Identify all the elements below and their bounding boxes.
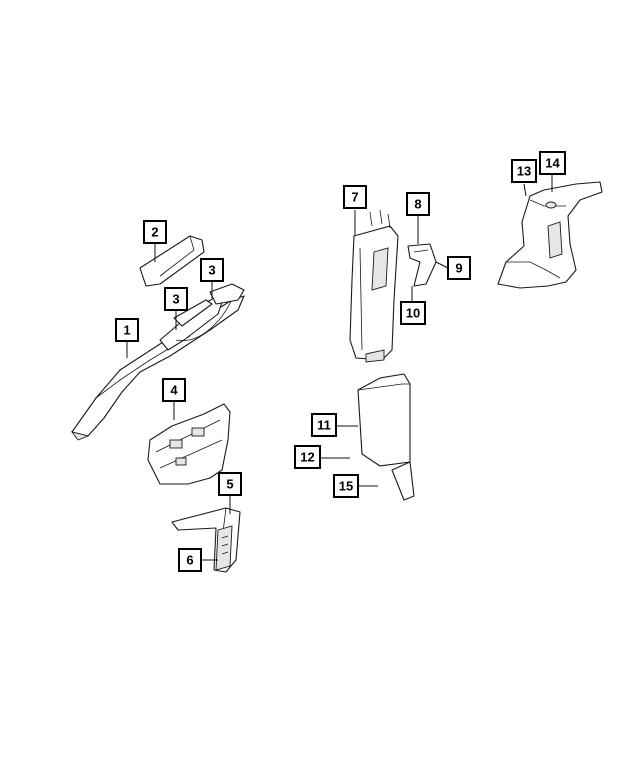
part-11-b-pillar-lower [357, 373, 411, 467]
callout-9: 9 [447, 256, 471, 280]
callout-7: 7 [343, 185, 367, 209]
callout-10: 10 [400, 301, 426, 325]
callout-label: 3 [208, 263, 215, 278]
callout-label: 11 [317, 418, 331, 433]
callout-6: 6 [178, 548, 202, 572]
callout-label: 3 [172, 292, 179, 307]
leader-lines [126, 174, 553, 561]
callout-label: 1 [123, 323, 130, 338]
part-2-trim-strip [139, 235, 205, 287]
callout-label: 15 [339, 479, 353, 494]
callout-label: 4 [170, 383, 178, 398]
part-7-b-pillar-upper [349, 209, 399, 363]
callout-14: 14 [539, 151, 566, 175]
callout-11: 11 [311, 413, 337, 437]
part-15-lower-cover [391, 461, 415, 501]
callout-3: 3 [200, 258, 224, 282]
callout-2: 2 [143, 220, 167, 244]
callout-5: 5 [218, 472, 242, 496]
part-9-seatbelt-guide [407, 243, 437, 287]
part-3-grab-handle [159, 283, 245, 351]
callout-label: 6 [186, 553, 193, 568]
callout-label: 9 [455, 261, 462, 276]
callout-label: 10 [406, 306, 420, 321]
callout-13: 13 [511, 159, 537, 183]
callout-label: 7 [351, 190, 358, 205]
callout-label: 12 [300, 450, 314, 465]
callout-8: 8 [406, 192, 430, 216]
callout-3: 3 [164, 287, 188, 311]
part-14-c-pillar-trim [497, 181, 603, 289]
callout-label: 2 [151, 225, 158, 240]
callout-label: 13 [517, 164, 531, 179]
part-6-trim-insert [215, 525, 233, 571]
callout-1: 1 [115, 318, 139, 342]
callout-label: 14 [545, 156, 560, 171]
callout-label: 5 [226, 477, 233, 492]
callout-label: 8 [414, 197, 421, 212]
callout-15: 15 [333, 474, 359, 498]
callout-4: 4 [162, 378, 186, 402]
callout-12: 12 [294, 445, 321, 469]
part-4-kick-panel [147, 403, 231, 485]
